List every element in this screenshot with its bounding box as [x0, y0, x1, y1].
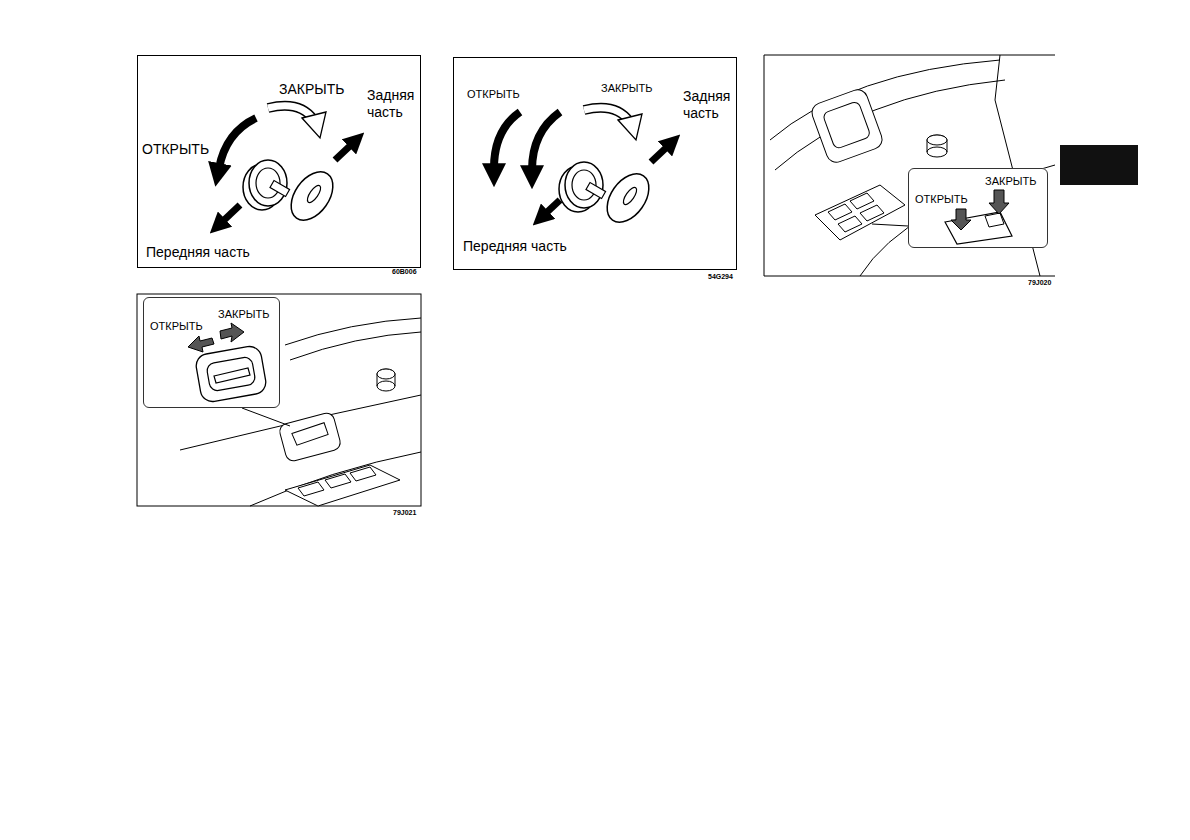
direction-label: Задняя часть — [367, 87, 423, 121]
key-cylinder-figure — [494, 108, 668, 230]
direction-label: ЗАКРЫТЬ — [601, 82, 652, 95]
illustration-panel: ЗАКРЫТЬ Задняя частьОТКРЫТЬ Передняя часть — [137, 55, 421, 268]
direction-label: Передняя часть — [146, 244, 250, 261]
figure-code: 54G294 — [708, 273, 733, 281]
illustration-panel: ОТКРЫТЬ ЗАКРЫТЬ Задняя частьПередняя часть — [453, 57, 737, 270]
direction-label: Задняя часть — [683, 88, 739, 122]
figure-code: 79J021 — [393, 509, 416, 517]
direction-label: ОТКРЫТЬ — [150, 320, 203, 333]
door-panel-figure — [764, 55, 1055, 276]
direction-label: ЗАКРЫТЬ — [985, 175, 1036, 188]
handle-callout: ОТКРЫТЬ ЗАКРЫТЬ — [143, 297, 280, 408]
section-tab — [1060, 145, 1138, 185]
door-handle-figure — [137, 294, 421, 506]
figure-code: 60B006 — [392, 268, 417, 276]
figure-code: 79J020 — [1028, 279, 1051, 287]
direction-label: Передняя часть — [463, 238, 567, 255]
direction-label: ОТКРЫТЬ — [467, 88, 520, 101]
direction-label: ЗАКРЫТЬ — [279, 81, 344, 98]
direction-label: ОТКРЫТЬ — [142, 141, 209, 158]
key-cylinder-figure — [219, 106, 352, 228]
direction-label: ОТКРЫТЬ — [915, 193, 968, 206]
direction-label: ЗАКРЫТЬ — [218, 308, 269, 321]
switch-callout: ОТКРЫТЬ ЗАКРЫТЬ — [908, 168, 1048, 248]
